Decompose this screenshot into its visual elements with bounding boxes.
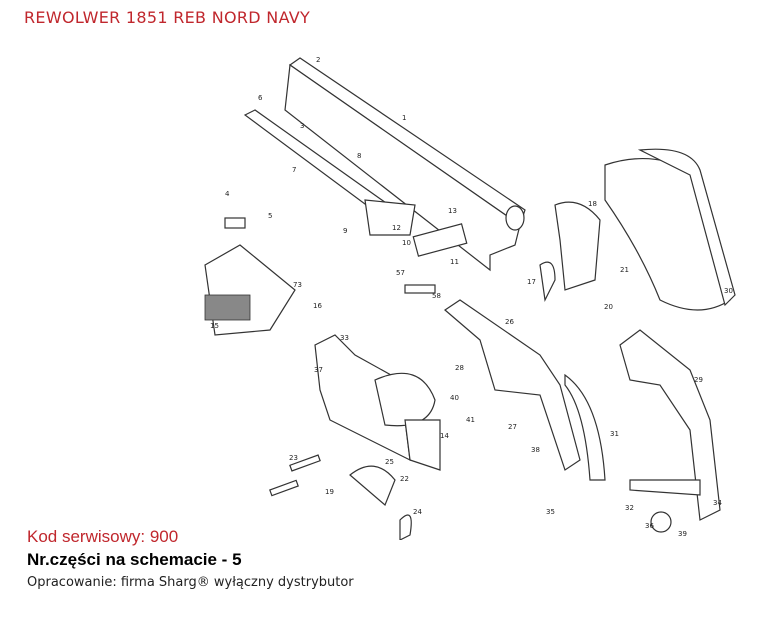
part-label: 9 bbox=[343, 227, 347, 235]
part-label: 11 bbox=[450, 258, 459, 266]
part-label: 21 bbox=[620, 266, 629, 274]
part-label: 5 bbox=[268, 212, 272, 220]
part-label: 19 bbox=[325, 488, 334, 496]
part-label: 16 bbox=[313, 302, 322, 310]
part-label: 34 bbox=[713, 499, 722, 507]
part-label: 6 bbox=[258, 94, 263, 102]
part-label: 35 bbox=[546, 508, 555, 516]
part-label: 3 bbox=[300, 122, 304, 130]
part-label: 27 bbox=[508, 423, 517, 431]
part-label: 15 bbox=[210, 322, 219, 330]
part-label: 25 bbox=[385, 458, 394, 466]
part-label: 28 bbox=[455, 364, 464, 372]
loading-lever bbox=[243, 109, 416, 236]
barrel bbox=[284, 57, 526, 272]
part-label: 12 bbox=[392, 224, 401, 232]
part-label: 2 bbox=[316, 56, 320, 64]
part-label: 33 bbox=[340, 334, 349, 342]
part-number: Nr.części na schemacie - 5 bbox=[27, 550, 242, 569]
part-label: 22 bbox=[400, 475, 409, 483]
part-label: 7 bbox=[292, 166, 296, 174]
part-label: 8 bbox=[357, 152, 361, 160]
part-label: 40 bbox=[450, 394, 459, 402]
part-label: 37 bbox=[314, 366, 323, 374]
part-label: 26 bbox=[505, 318, 514, 326]
part-label: 36 bbox=[645, 522, 654, 530]
credit-line: Opracowanie: firma Sharg® wyłączny dystr… bbox=[27, 575, 354, 590]
frame bbox=[314, 334, 441, 471]
part-label: 58 bbox=[432, 292, 441, 300]
part-label: 4 bbox=[225, 190, 230, 198]
part-label: 31 bbox=[610, 430, 619, 438]
part-labels: 1 2 3 4 5 6 7 8 9 10 11 12 13 14 15 16 1… bbox=[210, 56, 733, 538]
backstrap bbox=[444, 299, 721, 521]
part-label: 38 bbox=[531, 446, 540, 454]
part-label: 13 bbox=[448, 207, 457, 215]
part-label: 24 bbox=[413, 508, 422, 516]
part-label: 32 bbox=[625, 504, 634, 512]
part-label: 73 bbox=[293, 281, 302, 289]
part-label: 20 bbox=[604, 303, 613, 311]
service-code: Kod serwisowy: 900 bbox=[27, 527, 179, 546]
part-label: 30 bbox=[724, 287, 733, 295]
part-label: 57 bbox=[396, 269, 405, 277]
part-label: 1 bbox=[402, 114, 406, 122]
hammer bbox=[539, 201, 601, 302]
part-label: 18 bbox=[588, 200, 597, 208]
part-label: 41 bbox=[466, 416, 475, 424]
page-title: REWOLWER 1851 REB NORD NAVY bbox=[24, 8, 311, 27]
part-label: 14 bbox=[440, 432, 449, 440]
part-label: 23 bbox=[289, 454, 298, 462]
cylinder bbox=[204, 244, 296, 336]
small-parts bbox=[224, 217, 672, 540]
part-label: 29 bbox=[694, 376, 703, 384]
part-label: 17 bbox=[527, 278, 536, 286]
part-label: 39 bbox=[678, 530, 687, 538]
grip-panels bbox=[604, 148, 736, 311]
exploded-parts-diagram: 1 2 3 4 5 6 7 8 9 10 11 12 13 14 15 16 1… bbox=[204, 56, 736, 540]
part-label: 10 bbox=[402, 239, 411, 247]
